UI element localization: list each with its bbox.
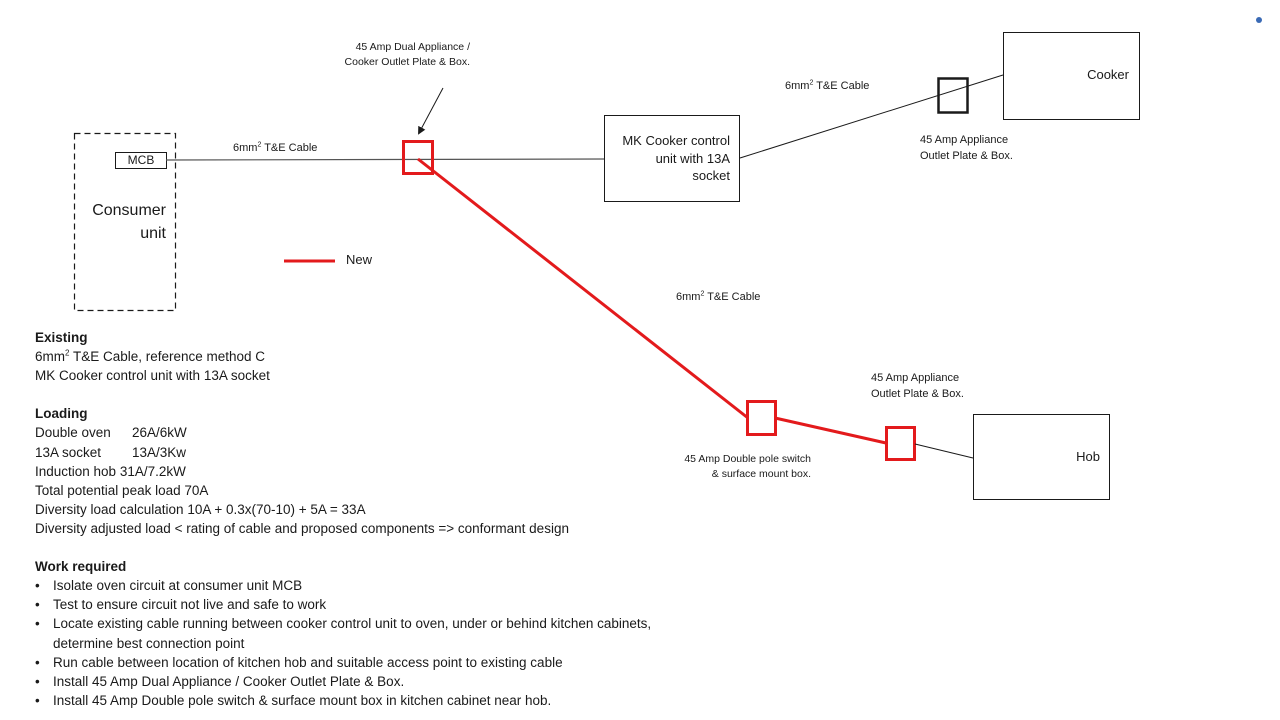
consumer-unit-box (73, 132, 177, 312)
notes-panel: Existing 6mm2 T&E Cable, reference metho… (35, 328, 653, 710)
hob-outlet-box (885, 426, 916, 461)
dual-outlet-label-line1: 45 Amp Dual Appliance / (355, 41, 470, 53)
cooker-box (1003, 32, 1140, 120)
cooker-outlet-box (937, 77, 969, 114)
existing-cable-cooker (739, 74, 1004, 159)
consumer-unit-label: Consumer unit (76, 199, 166, 245)
loading-value: 31A/7.2kW (119, 463, 186, 479)
loading-heading: Loading (35, 406, 88, 422)
cable-size: 6mm (233, 142, 258, 154)
cable-size: 6mm (785, 80, 810, 92)
loading-row: 13A socket 13A/3Kw (35, 443, 653, 462)
loading-value: 26A/6kW (132, 425, 187, 441)
cable-type: T&E Cable (704, 291, 761, 303)
cable-label-cooker: 6mm2 T&E Cable (785, 78, 869, 94)
legend-new-label: New (346, 252, 373, 267)
work-item: Run cable between location of kitchen ho… (35, 653, 653, 672)
consumer-unit-label-line1: Consumer (92, 202, 166, 219)
hob-outlet-label: 45 Amp Appliance Outlet Plate & Box. (871, 370, 964, 402)
existing-cable-rest: T&E Cable, reference method C (69, 349, 266, 365)
loading-item: 13A socket (35, 444, 102, 460)
pointer-arrow (418, 87, 444, 135)
hob-outlet-label-line1: 45 Amp Appliance (871, 372, 960, 384)
mk-control-label-line3: socket (692, 168, 730, 183)
existing-cable-size: 6mm (35, 349, 65, 365)
cooker-label: Cooker (1087, 67, 1129, 82)
loading-value: 13A/3Kw (132, 444, 187, 460)
new-cable-to-switch (417, 157, 749, 420)
cooker-outlet-label-line1: 45 Amp Appliance (920, 134, 1009, 146)
existing-control-line: MK Cooker control unit with 13A socket (35, 368, 270, 384)
work-required-heading: Work required (35, 559, 127, 575)
cable-size-sup: 2 (700, 290, 705, 298)
loading-item: Induction hob (35, 463, 117, 479)
dp-switch-label-line2: & surface mount box. (711, 468, 811, 480)
dual-outlet-label: 45 Amp Dual Appliance / Cooker Outlet Pl… (318, 40, 470, 70)
mk-control-label-line1: MK Cooker control (622, 133, 730, 148)
cable-type: T&E Cable (813, 80, 870, 92)
consumer-unit-label-line2: unit (140, 225, 166, 242)
mk-control-label-line2: unit with 13A (655, 150, 730, 166)
work-required-list: Isolate oven circuit at consumer unit MC… (35, 576, 653, 710)
hob-label: Hob (1076, 449, 1100, 464)
work-item: Test to ensure circuit not live and safe… (35, 595, 653, 614)
existing-cable-line: 6mm2 T&E Cable, reference method C (35, 347, 653, 366)
slide-marker-dot (1256, 17, 1262, 23)
work-item: Install 45 Amp Dual Appliance / Cooker O… (35, 672, 653, 691)
hob-box (973, 414, 1110, 500)
dp-switch-label: 45 Amp Double pole switch & surface moun… (660, 452, 811, 482)
cable-size-sup: 2 (809, 79, 814, 87)
hob-outlet-label-line2: Outlet Plate & Box. (871, 388, 964, 400)
loading-row: Induction hob 31A/7.2kW (35, 462, 653, 481)
loading-item: Double oven (35, 425, 111, 441)
cable-label-hob: 6mm2 T&E Cable (676, 289, 760, 305)
mk-control-unit-box (604, 115, 740, 202)
loading-total: Total potential peak load 70A (35, 482, 209, 498)
dual-outlet-box (402, 140, 434, 175)
work-item-text: Locate existing cable running between co… (53, 616, 652, 651)
work-item: Locate existing cable running between co… (35, 614, 653, 652)
cable-type: T&E Cable (261, 142, 318, 154)
new-cable-to-hob-outlet (774, 416, 887, 445)
cable-size-sup: 2 (257, 141, 262, 149)
cooker-outlet-label-line2: Outlet Plate & Box. (920, 150, 1013, 162)
diversity-result: Diversity adjusted load < rating of cabl… (35, 520, 569, 536)
work-item: Install 45 Amp Double pole switch & surf… (35, 691, 653, 710)
mcb-label: MCB (127, 153, 155, 167)
cable-size: 6mm (676, 291, 701, 303)
existing-cable-sup: 2 (65, 348, 70, 358)
dual-outlet-label-line2: Cooker Outlet Plate & Box. (344, 56, 470, 68)
work-item: Isolate oven circuit at consumer unit MC… (35, 576, 653, 595)
diversity-calculation: Diversity load calculation 10A + 0.3x(70… (35, 501, 366, 517)
dp-switch-box (746, 400, 777, 436)
loading-row: Double oven 26A/6kW (35, 423, 653, 442)
mk-control-label: MK Cooker control unit with 13A socket (606, 132, 730, 185)
cable-label-main: 6mm2 T&E Cable (233, 140, 317, 156)
cooker-outlet-label: 45 Amp Appliance Outlet Plate & Box. (920, 132, 1013, 164)
dp-switch-label-line1: 45 Amp Double pole switch (684, 453, 811, 465)
existing-heading: Existing (35, 330, 88, 345)
existing-cable-main (165, 158, 605, 161)
cable-outlet-to-hob (914, 443, 974, 459)
